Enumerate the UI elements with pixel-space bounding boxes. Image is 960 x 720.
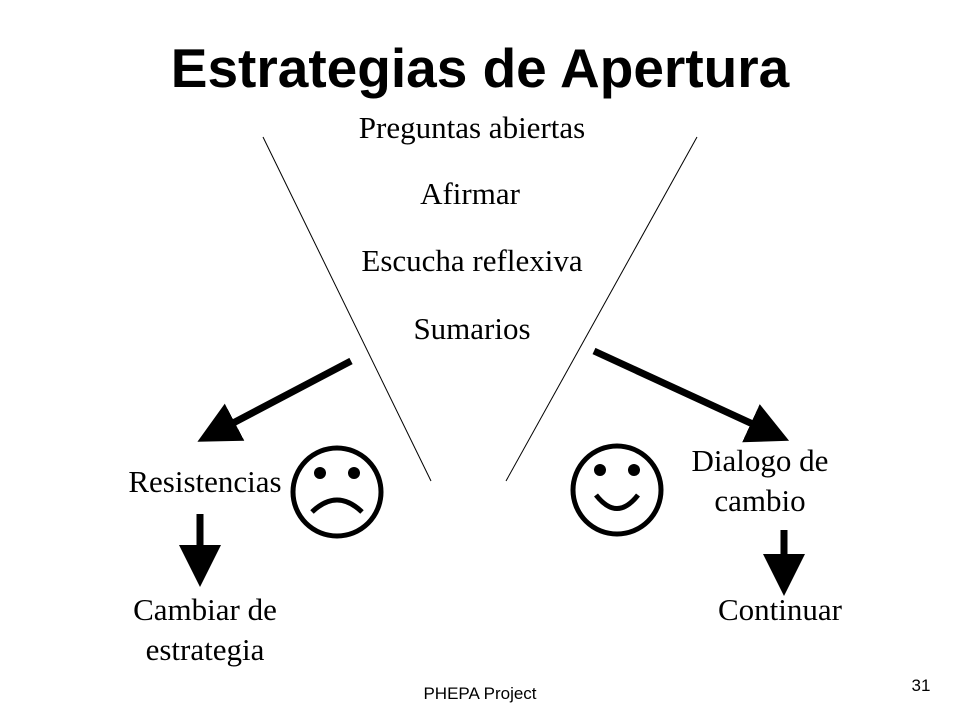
happy-face-icon bbox=[570, 443, 664, 537]
funnel-right-line bbox=[505, 136, 698, 482]
center-item-escucha: Escucha reflexiva bbox=[361, 243, 583, 278]
funnel-left-line bbox=[262, 136, 432, 482]
right-label-line1: Dialogo de bbox=[691, 443, 829, 478]
footer-text: PHEPA Project bbox=[423, 684, 537, 703]
arrow-to-resistencias bbox=[197, 357, 353, 442]
page-number: 31 bbox=[911, 676, 931, 695]
outcome-left-line2: estrategia bbox=[145, 632, 265, 667]
center-item-afirmar: Afirmar bbox=[420, 176, 520, 211]
right-label-line2: cambio bbox=[714, 483, 806, 518]
arrow-to-dialogo bbox=[592, 347, 790, 443]
outcome-left-line1: Cambiar de bbox=[133, 592, 277, 627]
center-item-preguntas: Preguntas abiertas bbox=[358, 110, 586, 145]
sad-face-icon bbox=[290, 445, 384, 539]
label-cambiar-de-estrategia: Cambiar de estrategia bbox=[90, 590, 320, 670]
label-dialogo-de-cambio: Dialogo de cambio bbox=[660, 441, 860, 521]
page-title: Estrategias de Apertura bbox=[170, 37, 790, 99]
center-item-sumarios: Sumarios bbox=[413, 311, 531, 346]
label-continuar: Continuar bbox=[718, 592, 842, 627]
label-resistencias: Resistencias bbox=[128, 464, 282, 499]
